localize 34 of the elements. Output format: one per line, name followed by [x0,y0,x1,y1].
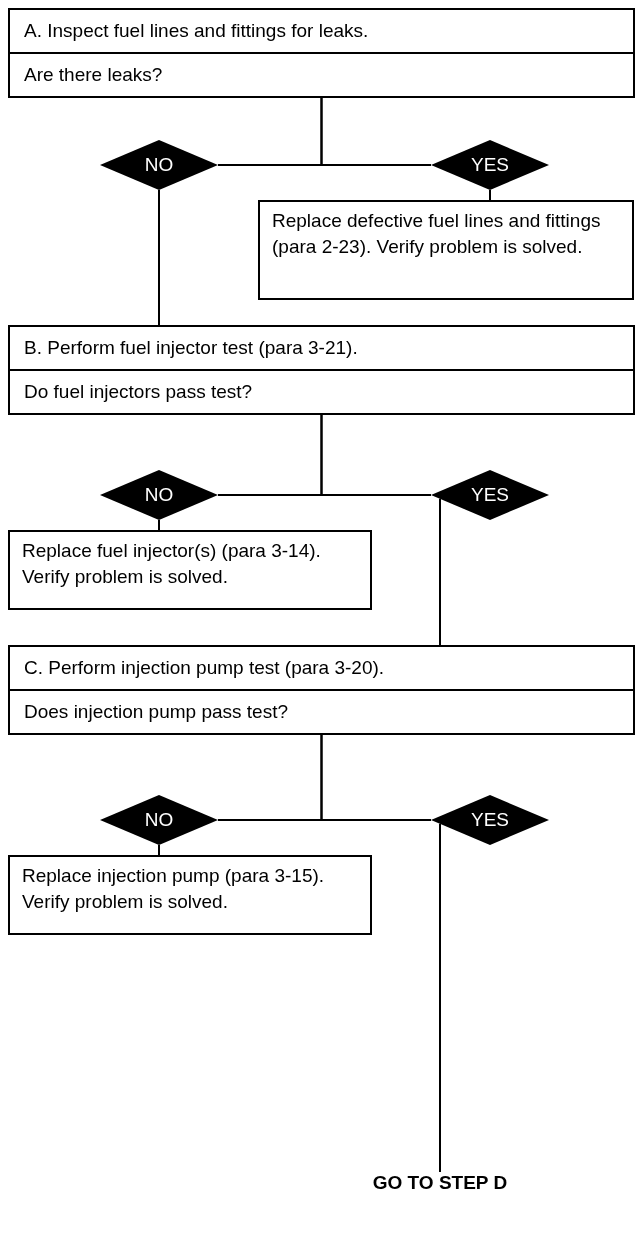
decision-label: YES [471,809,509,831]
decision-label: YES [471,154,509,176]
action-box: Replace fuel injector(s) (para 3-14). Verify problem is solved. [8,530,372,610]
connector-line [320,734,432,821]
connector-line [158,844,160,856]
decision-diamond [100,140,218,190]
decision-diamond [100,470,218,520]
decision-diamond [431,140,549,190]
action-box: Replace defective fuel lines and fittings (para 2-23). Verify problem is solved. [258,200,634,300]
step-text: Do fuel injectors pass test? [24,381,253,403]
step-text: B. Perform fuel injector test (para 3-21). [24,337,358,359]
decision-label: YES [471,484,509,506]
decision-label: NO [144,484,174,506]
connector-line [158,189,160,326]
step-text: Are there leaks? [24,64,163,86]
goto-text: GO TO STEP D [360,1172,520,1198]
step-text: Does injection pump pass test? [24,701,289,723]
decision-diamond [431,795,549,845]
connector-line [158,519,160,531]
action-box: Replace injection pump (para 3-15). Verify problem is solved. [8,855,372,935]
connector-line [320,414,432,496]
step-text: C. Perform injection pump test (para 3-20). [24,657,385,679]
decision-label: NO [144,154,174,176]
step-box [8,645,635,735]
connector-line [489,189,491,201]
step-text: A. Inspect fuel lines and fittings for leaks. [24,20,369,42]
connector-line [439,822,441,1173]
step-box [8,325,635,415]
connector-line [439,497,441,646]
decision-diamond [431,470,549,520]
step-box [8,8,635,98]
connector-line [320,97,432,166]
decision-diamond [100,795,218,845]
decision-label: NO [144,809,174,831]
